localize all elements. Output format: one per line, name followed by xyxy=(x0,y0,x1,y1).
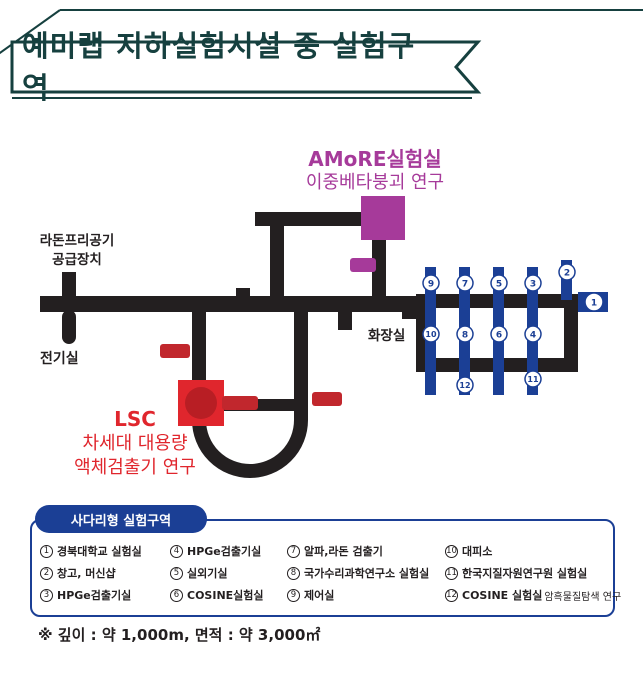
svg-text:7: 7 xyxy=(462,280,468,290)
amore-annex xyxy=(350,258,376,272)
marker-3: 3 xyxy=(524,274,542,292)
svg-text:5: 5 xyxy=(496,280,502,290)
lsc-line2: 액체검출기 연구 xyxy=(74,457,196,478)
svg-text:2: 2 xyxy=(564,269,570,279)
svg-text:12: 12 xyxy=(459,381,470,390)
radon-line1: 라돈프리공기 xyxy=(39,233,115,249)
svg-text:6: 6 xyxy=(496,331,502,341)
radon-label: 라돈프리공기 공급장치 xyxy=(22,232,132,270)
red-annex-3 xyxy=(312,392,342,406)
ladder-labs xyxy=(425,260,608,395)
lsc-line1: 차세대 대용량 xyxy=(82,433,188,454)
svg-text:9: 9 xyxy=(428,280,434,290)
marker-8: 8 xyxy=(456,325,474,343)
marker-12: 12 xyxy=(456,376,474,394)
lsc-detector xyxy=(185,387,217,419)
svg-text:4: 4 xyxy=(530,331,536,341)
svg-text:10: 10 xyxy=(425,330,437,339)
tunnel-loop xyxy=(192,380,308,478)
restroom-label: 화장실 xyxy=(368,328,406,344)
power-room-label: 전기실 xyxy=(40,351,79,367)
red-annex-1 xyxy=(160,344,190,358)
svg-text:8: 8 xyxy=(462,331,468,341)
lsc-title: LSC xyxy=(114,407,156,431)
radon-line2: 공급장치 xyxy=(52,252,102,268)
tunnel-map: 9 7 5 3 2 1 10 8 6 4 12 11 xyxy=(40,196,608,478)
amore-lab xyxy=(361,196,405,240)
marker-10: 10 xyxy=(422,325,440,343)
marker-5: 5 xyxy=(490,274,508,292)
title-banner xyxy=(0,9,643,99)
svg-text:1: 1 xyxy=(591,299,597,309)
amore-subtitle: 이중베타붕괴 연구 xyxy=(305,172,445,193)
marker-7: 7 xyxy=(456,274,474,292)
lsc-subtitle: 차세대 대용량 액체검출기 연구 xyxy=(55,432,215,480)
lab-number-markers: 9 7 5 3 2 1 10 8 6 4 12 11 xyxy=(422,263,604,394)
legend-title: 사다리형 실험구역 xyxy=(35,505,207,533)
marker-9: 9 xyxy=(422,274,440,292)
marker-4: 4 xyxy=(524,325,542,343)
svg-text:11: 11 xyxy=(527,375,539,384)
legend-box xyxy=(30,519,615,617)
marker-1: 1 xyxy=(584,292,604,312)
footnote: ※ 깊이 : 약 1,000m, 면적 : 약 3,000㎡ xyxy=(38,626,321,644)
marker-11: 11 xyxy=(524,370,542,388)
red-annex-2 xyxy=(222,396,258,410)
marker-6: 6 xyxy=(490,325,508,343)
svg-text:3: 3 xyxy=(530,280,536,290)
marker-2: 2 xyxy=(558,263,576,281)
amore-title: AMoRE실험실 xyxy=(308,147,442,171)
